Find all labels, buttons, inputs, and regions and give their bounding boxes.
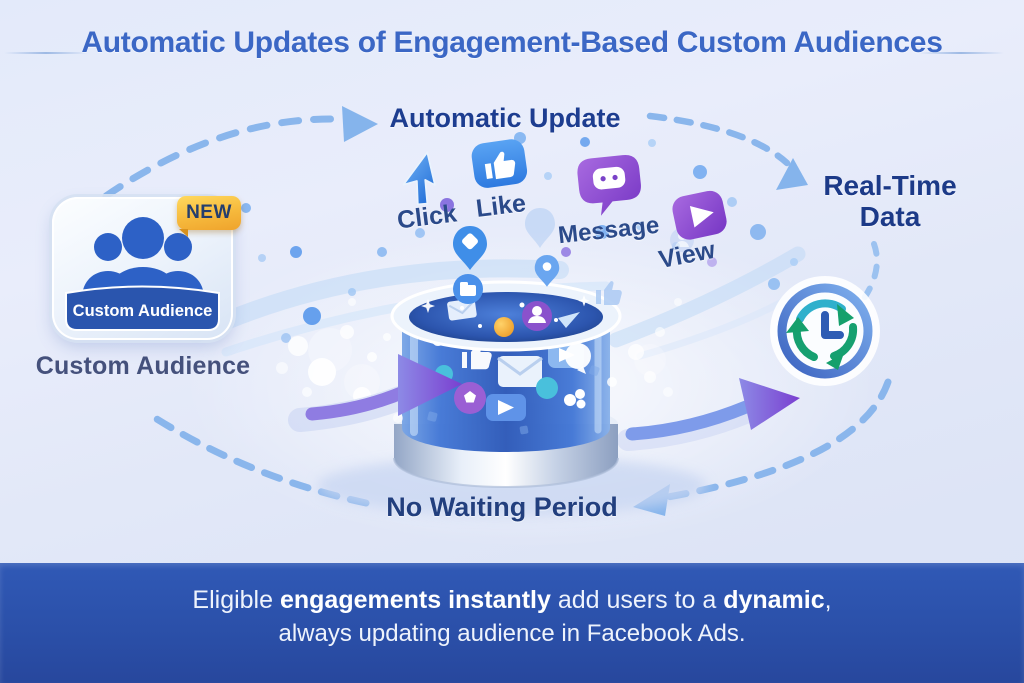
- custom-audience-caption: Custom Audience: [35, 352, 251, 380]
- particle-dots: [241, 132, 798, 343]
- bokeh-particles: [276, 298, 682, 423]
- title-divider-right: [918, 52, 1004, 54]
- realtime-line1: Real-Time: [823, 170, 957, 201]
- footer-line1: Eligible engagements instantly add users…: [192, 586, 832, 614]
- arrow-in-icon: [288, 354, 462, 432]
- chat-bubble-icon: [577, 154, 641, 216]
- people-group-icon: Custom Audience: [65, 217, 220, 331]
- arc-top-to-right: [646, 112, 791, 167]
- flow-arcs: [102, 106, 892, 516]
- title-divider-left: [4, 52, 88, 54]
- clock-refresh-icon: [770, 276, 880, 386]
- flow-label-realtime-data: Real-Time Data: [795, 170, 985, 232]
- footer-banner: Eligible engagements instantly add users…: [0, 563, 1024, 683]
- thumbs-up-icon: [471, 139, 528, 188]
- arrowhead-up-icon: [776, 158, 808, 190]
- realtime-line2: Data: [859, 201, 921, 232]
- flow-label-automatic-update: Automatic Update: [389, 103, 621, 133]
- footer-line2: always updating audience in Facebook Ads…: [278, 620, 746, 647]
- new-badge: NEW: [177, 196, 241, 237]
- page-title: Automatic Updates of Engagement-Based Cu…: [81, 26, 943, 59]
- flow-label-no-waiting-period: No Waiting Period: [386, 492, 618, 522]
- arc-card-to-top: [102, 115, 338, 200]
- arrow-out-icon: [617, 378, 800, 451]
- card-banner-label: Custom Audience: [73, 302, 213, 320]
- play-button-icon: [672, 190, 727, 240]
- audience-bucket-cylinder-icon: [390, 280, 622, 489]
- arc-clock-to-bottom: [664, 378, 892, 501]
- arrowhead-right-icon: [342, 106, 378, 142]
- cursor-arrow-icon: [402, 151, 436, 206]
